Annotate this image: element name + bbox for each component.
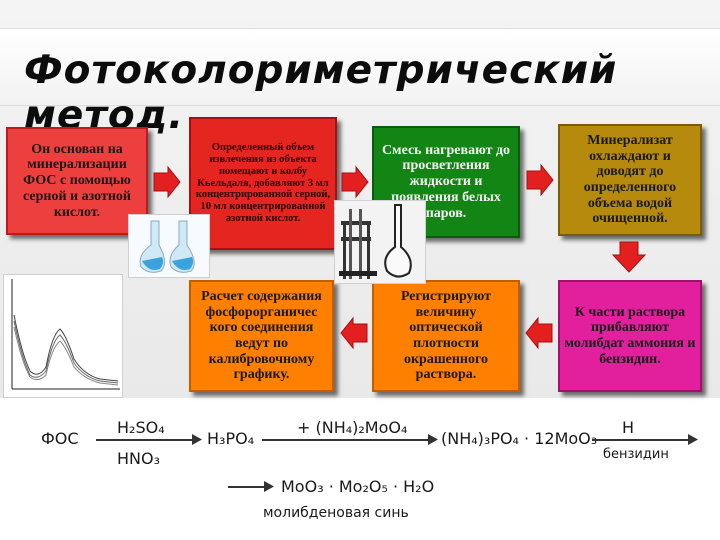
apparatus-image: [334, 200, 426, 284]
reaction-arrow-1: [96, 439, 198, 441]
step-text: Регистрируют величину оптической плотнос…: [400, 288, 492, 383]
eq-reagent3: H: [622, 418, 635, 437]
reaction-arrow-3: [592, 439, 692, 441]
step-text: Расчет содержания фосфорорганичес кого с…: [201, 288, 322, 383]
title-banner: [0, 28, 720, 106]
page-title: Фотоколориметрический метод.: [24, 48, 618, 138]
arrow-left-icon: [340, 316, 368, 350]
reaction-arrow-2: [262, 439, 432, 441]
arrow-right-icon: [526, 163, 554, 197]
step-text: Минерализат охлаждают и доводят до опред…: [583, 132, 677, 227]
eq-reagent-top: H₂SO₄: [117, 418, 165, 437]
eq-final-label: молибденовая синь: [263, 505, 409, 521]
step-box-measurement: Регистрируют величину оптической плотнос…: [372, 280, 520, 392]
eq-final: MoO₃ · Mo₂O₅ · H₂O: [281, 477, 435, 496]
step-box-calculation: Расчет содержания фосфорорганичес кого с…: [189, 280, 334, 392]
arrowhead-icon: [428, 434, 438, 445]
step-box-mineralization: Он основан на минерализации ФОС с помощь…: [6, 127, 148, 235]
step-text: Определенный объем извлечения из объекта…: [195, 142, 331, 224]
arrow-right-icon: [341, 165, 369, 199]
spectrum-graph-image: [3, 274, 123, 398]
eq-reagent-bottom: HNO₃: [117, 449, 161, 468]
eq-product1: H₃PO₄: [207, 429, 255, 448]
arrow-left-icon: [525, 316, 553, 350]
eq-product2: (NH₄)₃PO₄ · 12MoO₃: [441, 429, 598, 448]
step-text: Он основан на минерализации ФОС с помощь…: [23, 141, 131, 220]
arrowhead-icon: [192, 434, 202, 445]
step-box-kjeldahl: Определенный объем извлечения из объекта…: [189, 117, 337, 250]
step-box-reagents: К части раствора прибавляют молибдат амм…: [558, 280, 702, 392]
eq-start: ФОС: [41, 429, 79, 448]
step-text: К части раствора прибавляют молибдат амм…: [564, 304, 696, 367]
eq-reagent2: + (NH₄)₂MoO₄: [297, 418, 408, 437]
eq-reagent3-label: бензидин: [603, 447, 669, 462]
arrowhead-icon: [688, 434, 698, 445]
arrowhead-icon: [264, 481, 274, 492]
reaction-arrow-4: [228, 486, 268, 488]
arrow-down-icon: [612, 241, 646, 273]
step-box-cooling: Минерализат охлаждают и доводят до опред…: [558, 124, 702, 236]
arrow-right-icon: [153, 165, 181, 199]
flasks-image: [128, 214, 210, 278]
